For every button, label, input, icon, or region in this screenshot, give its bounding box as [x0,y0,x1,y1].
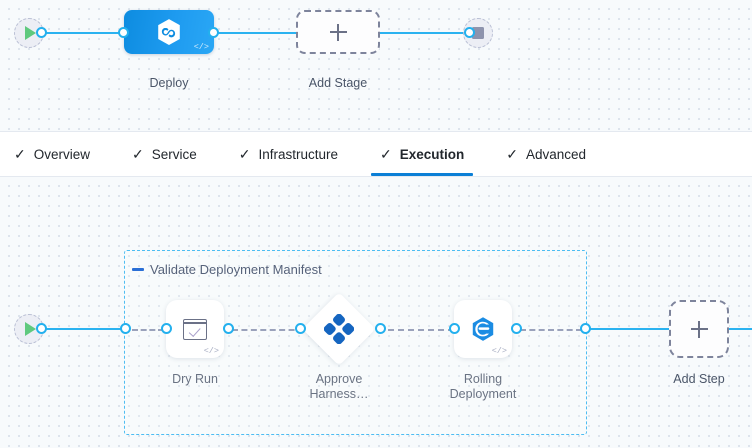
deploy-code-badge: </> [193,42,209,52]
connector-group-entry-to-dryrun [132,328,164,331]
group-entry-port[interactable] [120,323,131,335]
dry-run-input-port[interactable] [161,323,172,335]
connector-group-exit-to-addstep [586,327,670,331]
step-group-label: Validate Deployment Manifest [150,262,322,277]
check-icon: ✓ [14,146,26,162]
check-icon: ✓ [506,146,518,162]
tab-label-advanced: Advanced [526,146,587,162]
check-icon: ✓ [238,146,251,162]
play-icon [25,26,36,40]
connector-start-to-deploy [40,31,132,35]
connector-dryrun-to-approve [232,328,304,331]
tab-infrastructure[interactable]: ✓ Infrastructure [239,132,354,176]
checkbox-check-icon [183,318,207,340]
stage-canvas[interactable]: </> Deploy Add Stage [0,0,752,131]
stage-config-tabs: ✓ Overview ✓ Service ✓ Infrastructure ✓ … [0,131,752,177]
step-label-approve-harness: Approve Harness… [309,372,369,401]
rolling-code-badge: </> [491,346,507,356]
tab-service[interactable]: ✓ Service [132,132,213,176]
harness-infinity-icon [158,19,180,45]
tab-label-service: Service [151,146,197,162]
connector-rolling-to-group-exit [520,328,582,331]
check-glyph [188,324,201,337]
rolling-deployment-icon [472,317,494,341]
rolling-output-port[interactable] [511,323,522,335]
deploy-input-port[interactable] [118,27,129,39]
step-label-rolling-deployment: Rolling Deployment [449,372,517,401]
approve-output-port[interactable] [375,323,386,335]
pipeline-start-node[interactable] [14,18,44,48]
deploy-output-port[interactable] [208,27,219,39]
tab-overview[interactable]: ✓ Overview [14,132,106,176]
step-node-rolling-deployment[interactable]: </> [454,300,512,358]
execution-steps-canvas[interactable]: Validate Deployment Manifest </> Dry Run [0,177,752,448]
approve-input-port[interactable] [295,323,306,335]
dry-run-output-port[interactable] [223,323,234,335]
tab-label-infrastructure: Infrastructure [258,146,339,162]
connector-addstep-to-next [729,327,752,331]
connector-approve-to-rolling [378,328,454,331]
tab-execution[interactable]: ✓ Execution [370,132,480,176]
connector-start-to-group [40,327,127,331]
stage-node-deploy[interactable]: </> [124,10,214,54]
check-icon: ✓ [380,146,392,162]
connector-deploy-to-addstage [216,31,302,35]
step-label-dry-run: Dry Run [172,372,218,386]
check-icon: ✓ [132,146,144,162]
tab-label-overview: Overview [33,146,90,162]
plus-icon [329,23,347,41]
tab-label-execution: Execution [399,146,465,162]
step-group-header[interactable]: Validate Deployment Manifest [132,262,322,277]
stop-icon [472,27,484,39]
group-exit-port[interactable] [580,323,591,335]
add-step-label: Add Step [673,372,725,386]
step-node-dry-run[interactable]: </> [166,300,224,358]
add-step-button[interactable] [669,300,729,358]
start-output-port[interactable] [36,27,47,39]
add-stage-button[interactable] [296,10,380,54]
connector-addstage-to-end [375,31,471,35]
play-icon [25,322,36,336]
dry-run-code-badge: </> [203,346,219,356]
add-stage-label: Add Stage [308,76,368,90]
execution-start-output-port[interactable] [36,323,47,335]
tab-advanced[interactable]: ✓ Advanced [506,132,602,176]
end-input-port[interactable] [464,27,475,39]
minus-icon[interactable] [132,268,144,271]
stage-label-deploy: Deploy [149,76,189,90]
plus-icon [690,320,708,338]
rolling-input-port[interactable] [449,323,460,335]
